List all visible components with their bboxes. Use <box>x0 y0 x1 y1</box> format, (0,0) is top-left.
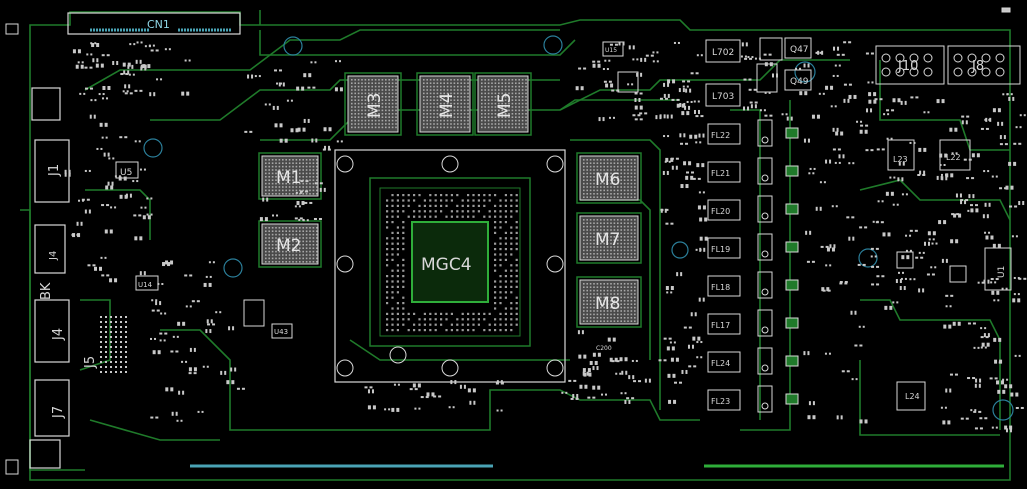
mem-label-3: M3 <box>365 93 385 118</box>
ferrite-6: FL17 <box>707 309 799 337</box>
regulator-labels: L702 L703 Q47 Q49 U15 <box>605 45 809 102</box>
u15-label: U15 <box>605 47 617 54</box>
ferrite-7: FL24 <box>707 347 799 375</box>
ic-u5: U5 <box>115 161 139 179</box>
connector-j10: J10 <box>875 45 945 85</box>
fl-label-1: FL22 <box>711 131 730 140</box>
u43-label: U43 <box>274 328 288 336</box>
fl-label-6: FL17 <box>711 321 730 330</box>
fl-label-8: FL23 <box>711 397 730 406</box>
memory-chip-6: M6 <box>576 152 642 204</box>
fl-label-2: FL21 <box>711 169 730 178</box>
cn1-label: CN1 <box>147 18 170 31</box>
fl-label-4: FL19 <box>711 245 730 254</box>
corner-marks <box>5 7 1011 475</box>
q49-label: Q49 <box>790 77 809 87</box>
mem-label-8: M8 <box>595 294 620 314</box>
mem-label-7: M7 <box>595 230 620 250</box>
l23-label: L23 <box>893 155 908 164</box>
u5-label: U5 <box>120 168 132 178</box>
q47-label: Q47 <box>790 45 809 55</box>
c200-label: C200 <box>596 345 612 352</box>
j10-label: J10 <box>897 59 918 74</box>
ferrite-5: FL18 <box>707 271 799 299</box>
l702-label: L702 <box>712 48 734 58</box>
smd-pads <box>64 41 1027 433</box>
ferrite-4: FL19 <box>707 233 799 261</box>
board-outline-traces <box>20 10 1011 481</box>
ic-u43: U43 <box>243 299 293 339</box>
memory-chip-7: M7 <box>576 212 642 264</box>
j7-label: J7 <box>51 406 66 419</box>
l24-label: L24 <box>905 392 920 401</box>
svg-text:J4: J4 <box>48 251 59 261</box>
connector-cn1: CN1 <box>67 12 241 35</box>
memory-chip-8: M8 <box>576 276 642 328</box>
memory-chip-3: M3 <box>344 72 402 136</box>
ferrite-8: FL23 <box>707 385 799 413</box>
ferrite-2: FL21 <box>707 157 799 185</box>
u14-label: U14 <box>138 281 153 289</box>
ic-u14: U14 <box>135 275 159 291</box>
fl-label-3: FL20 <box>711 207 730 216</box>
regulator-parts <box>602 37 812 107</box>
mem-label-1: M1 <box>276 168 301 188</box>
mounting-holes <box>336 155 564 377</box>
fl-label-7: FL24 <box>711 359 730 368</box>
u1-label: U1 <box>997 266 1007 278</box>
bk-label: BK <box>39 282 54 300</box>
ferrite-1: FL22 <box>707 119 799 147</box>
connector-j8: J8 <box>947 45 1021 85</box>
l703-label: L703 <box>712 92 734 102</box>
right-labels: L23 L22 L24 U1 C200 <box>596 153 1007 401</box>
mem-label-5: M5 <box>495 93 515 118</box>
l22-label: L22 <box>946 153 961 162</box>
memory-chip-5: M5 <box>474 72 532 136</box>
j8-label: J8 <box>971 59 984 74</box>
mem-label-6: M6 <box>595 170 620 190</box>
mem-label-2: M2 <box>276 236 301 256</box>
left-bga <box>100 316 127 373</box>
fl-label-5: FL18 <box>711 283 730 292</box>
gpu-package: MGC4 <box>334 149 566 383</box>
gpu-label: MGC4 <box>421 255 472 275</box>
memory-chip-2: M2 <box>258 220 322 268</box>
left-ports <box>29 87 70 469</box>
memory-chip-4: M4 <box>416 72 474 136</box>
board-holes <box>143 35 1014 421</box>
left-port-labels: J1 J4 BK J4 J5 J7 <box>39 164 98 419</box>
memory-chip-1: M1 <box>258 152 322 200</box>
mem-label-4: M4 <box>437 93 457 118</box>
ferrite-3: FL20 <box>707 195 799 223</box>
j1-label: J1 <box>47 164 62 177</box>
j5-label: J5 <box>83 356 98 369</box>
j4-label: J4 <box>51 328 66 341</box>
